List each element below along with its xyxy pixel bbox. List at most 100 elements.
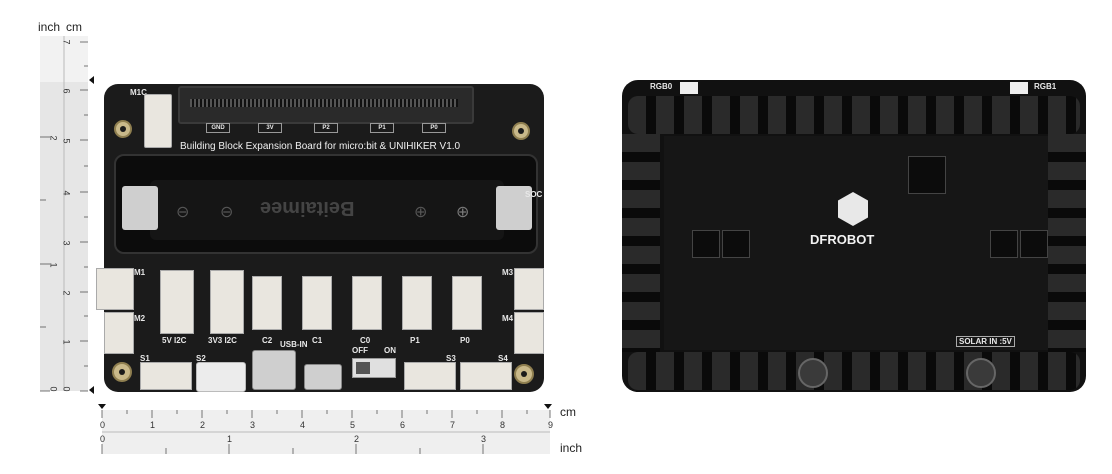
m4-connector[interactable] [514, 312, 544, 354]
h-cm-tick-0: 0 [100, 420, 106, 430]
h-cm-tick-1: 1 [150, 420, 156, 430]
i2c-5v-label: 5V I2C [162, 336, 187, 345]
ruler-cm-unit: cm [66, 20, 82, 34]
v-inch-tick-2: 2 [48, 135, 59, 141]
h-inch-tick-2: 2 [354, 434, 360, 444]
motor-driver-chip-1 [692, 230, 720, 258]
v-inch-tick-0: 0 [48, 386, 59, 392]
h-inch-tick-3: 3 [481, 434, 487, 444]
mount-hole-top-left [114, 120, 132, 138]
mount-hole-bottom-right [514, 364, 534, 384]
c2-connector[interactable] [252, 276, 282, 330]
v-cm-tick-1: 1 [61, 339, 72, 345]
m2-label: M2 [134, 314, 146, 323]
motor-driver-chip-3 [990, 230, 1018, 258]
ruler-inch-unit: inch [38, 20, 61, 34]
h-cm-tick-7: 7 [450, 420, 456, 430]
h-cm-tick-8: 8 [500, 420, 506, 430]
edge-pin-gnd: GND [206, 123, 230, 133]
rgb0-led [680, 82, 698, 94]
edge-pin-p1: P1 [370, 123, 394, 133]
vertical-ruler [40, 36, 94, 394]
rgb1-label: RGB1 [1034, 82, 1057, 91]
i2c-3v3-label: 3V3 I2C [208, 336, 237, 345]
dfrobot-logo-icon [838, 192, 868, 226]
c0-connector[interactable] [352, 276, 382, 330]
battery-contact-right [496, 186, 532, 230]
s2-label: S2 [196, 354, 206, 363]
edge-pin-p0: P0 [422, 123, 446, 133]
m4-label: M4 [502, 314, 514, 323]
back-sensor [966, 358, 996, 388]
horizontal-ruler [98, 404, 552, 454]
back-buzzer [798, 358, 828, 388]
solar-in-label: SOLAR IN :5V [956, 336, 1015, 347]
soc-label: SOC [525, 190, 543, 199]
p1-label: P1 [410, 336, 420, 345]
mount-hole-bottom-left [112, 362, 132, 382]
s1-label: S1 [140, 354, 150, 363]
m3-connector[interactable] [514, 268, 544, 310]
v-inch-tick-1: 1 [48, 262, 59, 268]
edge-pin-p2: P2 [314, 123, 338, 133]
battery-minus-left-icon: ⊖ [176, 204, 190, 221]
ruler-bottom-inch-unit: inch [560, 441, 583, 455]
h-inch-tick-0: 0 [100, 434, 106, 444]
power-switch[interactable] [352, 358, 396, 378]
s3-connector[interactable] [404, 362, 456, 390]
v-cm-tick-6: 6 [61, 88, 72, 94]
h-cm-tick-3: 3 [250, 420, 256, 430]
on-label: ON [384, 346, 396, 355]
m2-connector[interactable] [104, 312, 134, 354]
v-cm-tick-5: 5 [61, 138, 72, 144]
h-cm-tick-4: 4 [300, 420, 306, 430]
v-cm-tick-4: 4 [61, 190, 72, 196]
m1c-connector[interactable] [144, 94, 172, 148]
p0-connector[interactable] [452, 276, 482, 330]
s1-connector[interactable] [140, 362, 192, 390]
edge-pin-3v: 3V [258, 123, 282, 133]
p0-label: P0 [460, 336, 470, 345]
m1c-label: M1C [130, 88, 147, 97]
s3-label: S3 [446, 354, 456, 363]
v-cm-tick-7: 7 [61, 39, 72, 45]
edge-connector-pins [190, 99, 458, 107]
c0-label: C0 [360, 336, 371, 345]
v-cm-tick-3: 3 [61, 240, 72, 246]
c2-label: C2 [262, 336, 273, 345]
rgb0-label: RGB0 [650, 82, 673, 91]
lego-beam-left [622, 134, 660, 352]
battery-cradle [150, 180, 504, 240]
ruler-bottom-cm-unit: cm [560, 405, 576, 419]
battery-plus-right2-icon: ⊕ [456, 204, 470, 221]
lego-beam-right [1048, 134, 1086, 352]
m3-label: M3 [502, 268, 514, 277]
battery-brand: Beitaimee [260, 197, 355, 219]
mount-hole-top-right [512, 122, 530, 140]
lego-beam-top [628, 96, 1080, 134]
rgb1-led [1010, 82, 1028, 94]
h-cm-tick-5: 5 [350, 420, 356, 430]
usb-c-port-2[interactable] [304, 364, 342, 390]
v-cm-tick-2: 2 [61, 290, 72, 296]
motor-driver-chip-2 [722, 230, 750, 258]
h-cm-tick-9: 9 [548, 420, 554, 430]
s4-connector[interactable] [460, 362, 512, 390]
off-label: OFF [352, 346, 368, 355]
usb-in-label: USB-IN [280, 340, 308, 349]
s2-connector[interactable] [196, 362, 246, 392]
c1-connector[interactable] [302, 276, 332, 330]
dfrobot-brand: DFROBOT [810, 232, 875, 247]
c1-label: C1 [312, 336, 323, 345]
i2c-3v3-connector[interactable] [210, 270, 244, 334]
battery-plus-right-icon: ⊕ [414, 204, 428, 221]
usb-c-port-1[interactable] [252, 350, 296, 390]
v-cm-tick-0: 0 [61, 386, 72, 392]
m1-connector[interactable] [96, 268, 134, 310]
motor-driver-chip-4 [1020, 230, 1048, 258]
s4-label: S4 [498, 354, 508, 363]
mcu-chip [908, 156, 946, 194]
h-cm-tick-2: 2 [200, 420, 206, 430]
p1-connector[interactable] [402, 276, 432, 330]
i2c-5v-connector[interactable] [160, 270, 194, 334]
